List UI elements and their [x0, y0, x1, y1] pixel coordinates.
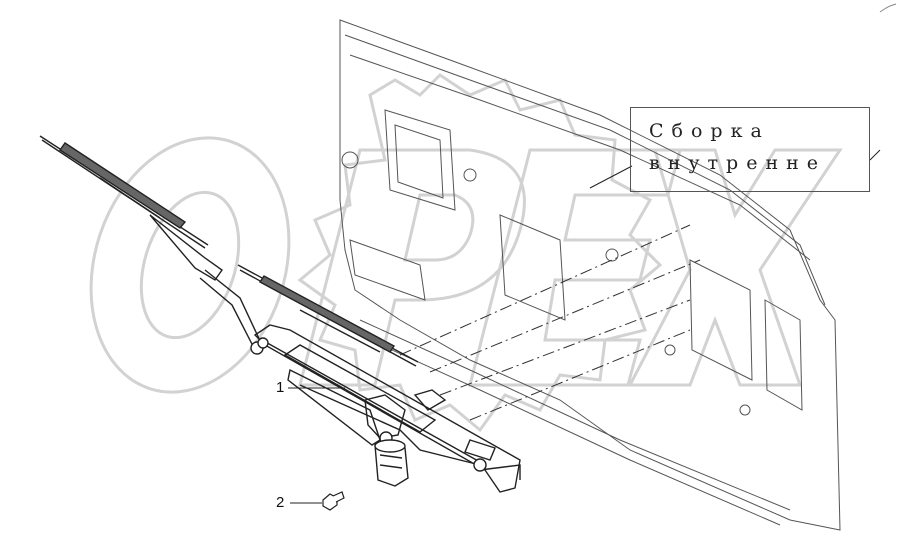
cab-front-panel: [339, 19, 841, 531]
leader-lines: [288, 149, 881, 504]
part-number-label: 1: [276, 379, 285, 396]
alignment-lines: [399, 224, 701, 421]
callout-box: Сборка внутренне: [630, 107, 870, 192]
wiper-motor: [374, 439, 409, 487]
wiper-right: [237, 264, 419, 367]
callout-title-line1: Сборка: [649, 120, 770, 142]
corner-mark: [879, 3, 897, 13]
callout-title-line2: внутренне: [649, 152, 827, 174]
wiper-linkage: [253, 324, 521, 493]
opex-watermark: [89, 73, 843, 433]
bolt: [322, 491, 345, 511]
wiper-left: [39, 135, 264, 355]
part-number-label: 2: [276, 494, 285, 511]
